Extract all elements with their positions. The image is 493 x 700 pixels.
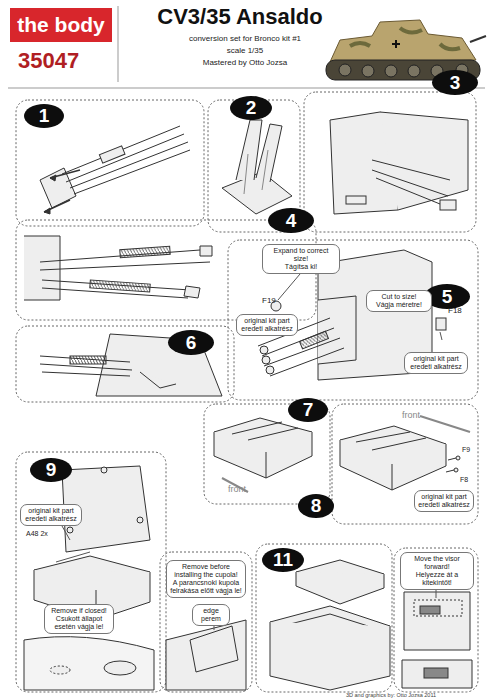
note-text: original kit part xyxy=(24,507,78,515)
callout-number: 11 xyxy=(273,549,293,571)
sheet-title: CV3/35 Ansaldo xyxy=(125,4,355,30)
cupola-seat xyxy=(166,620,246,690)
hull-top-views xyxy=(402,584,472,688)
part-name: F18 xyxy=(448,306,462,315)
gun-cradle xyxy=(222,120,292,214)
note-text: perem xyxy=(196,615,226,623)
subtitle: scale 1/35 xyxy=(160,46,330,55)
callout-number: 9 xyxy=(46,459,57,481)
note-text: Remove if closed! xyxy=(48,607,110,615)
note-text: eredeti alkatrész xyxy=(418,501,470,509)
note-text: Vágja méretre! xyxy=(370,301,428,309)
part-number: 35047 xyxy=(18,48,79,74)
subtitle: Mastered by Otto Jozsa xyxy=(160,58,330,67)
part-name: F9 xyxy=(462,446,470,453)
callout-number: 4 xyxy=(286,210,297,232)
step-number: 11 xyxy=(262,548,304,572)
note-text: original kit part xyxy=(408,355,464,363)
callout-bubble: original kit parteredeti alkatrész xyxy=(20,504,82,526)
note-text: original kit part xyxy=(240,317,294,325)
callout-bubble: edgeperem xyxy=(192,604,230,626)
hull-front xyxy=(330,112,468,214)
note-text: Remove before installing the cupola! xyxy=(170,563,242,579)
part-name: F8 xyxy=(460,476,468,483)
note-text: Expand to correct size! xyxy=(266,247,336,263)
step-number: 3 xyxy=(432,70,478,95)
note-text: Cut to size! xyxy=(370,293,428,301)
note-text: Tágítsa ki! xyxy=(266,263,336,271)
callout-number: 8 xyxy=(311,495,322,517)
ammo-box-with-parts xyxy=(340,416,470,490)
note-text: Helyezze át a kitekintőt! xyxy=(404,571,470,587)
brand-logo: the body xyxy=(10,8,112,42)
note-text: Csukott állapot esetén vágja le! xyxy=(48,615,110,631)
callout-bubble: Move the visor forward!Helyezze át a kit… xyxy=(400,552,474,590)
gun-barrels xyxy=(40,126,190,214)
callout-number: 7 xyxy=(303,399,314,421)
step-number: 9 xyxy=(30,458,72,482)
step-number: 2 xyxy=(230,96,272,120)
ammo-box xyxy=(214,418,312,492)
part-name: A48 2x xyxy=(26,530,48,537)
note-text: eredeti alkatrész xyxy=(240,325,294,333)
callout-number: 5 xyxy=(442,286,453,308)
credit: 3D and graphics by: Otto Jozsa 2011 xyxy=(346,692,436,698)
step-number: 1 xyxy=(24,104,64,128)
callout-number: 2 xyxy=(246,97,257,119)
note-text: A parancsnoki kupola felrakása előtt vág… xyxy=(170,579,242,595)
subtitle: conversion set for Bronco kit #1 xyxy=(160,34,330,43)
step-number: 4 xyxy=(268,208,314,233)
note-text: Move the visor forward! xyxy=(404,555,470,571)
callout-bubble: original kit parteredeti alkatrész xyxy=(404,352,468,374)
hatch-assembly xyxy=(24,466,154,690)
cupola-box xyxy=(270,560,390,690)
callout-number: 1 xyxy=(39,105,50,127)
mg-mount xyxy=(24,236,212,300)
callout-bubble: Remove before installing the cupola!A pa… xyxy=(166,560,246,598)
callout-bubble: original kit parteredeti alkatrész xyxy=(236,314,298,336)
direction-label: front xyxy=(228,484,246,494)
note-text: original kit part xyxy=(418,493,470,501)
step-number: 7 xyxy=(288,398,328,422)
callout-bubble: original kit parteredeti alkatrész xyxy=(414,490,474,512)
note-text: eredeti alkatrész xyxy=(408,363,464,371)
callout-bubble: Remove if closed!Csukott állapot esetén … xyxy=(44,604,114,634)
step-number: 6 xyxy=(168,330,214,355)
note-text: eredeti alkatrész xyxy=(24,515,78,523)
step-number: 8 xyxy=(298,494,334,518)
callout-bubble: Cut to size!Vágja méretre! xyxy=(366,290,432,312)
part-name: F19 xyxy=(262,296,276,305)
logo-text: the body xyxy=(14,13,108,37)
note-text: edge xyxy=(196,607,226,615)
direction-label: front xyxy=(402,410,420,420)
callout-number: 6 xyxy=(186,332,197,354)
callout-bubble: Expand to correct size!Tágítsa ki! xyxy=(262,244,340,274)
callout-number: 3 xyxy=(450,72,461,94)
